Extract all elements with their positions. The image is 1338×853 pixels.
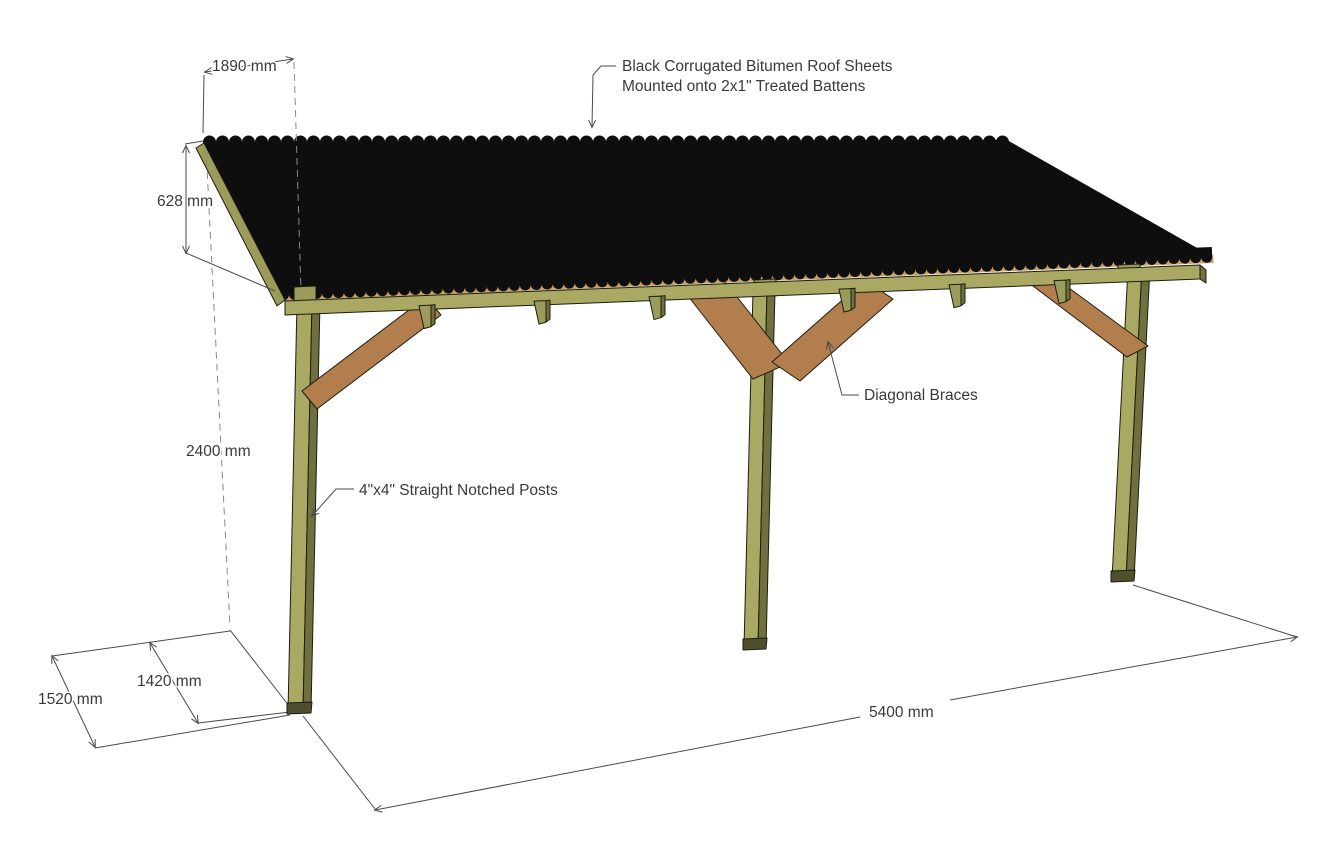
rafter-tail: [545, 299, 551, 323]
dim-side-depth: 1520 mm: [38, 691, 103, 708]
roof-sheets: [203, 135, 1214, 301]
floor-outline: [51, 584, 1298, 810]
dim-post-spacing-depth: 1420 mm: [137, 673, 202, 690]
labels: 1890 mm 628 mm 2400 mm 1520 mm 1420 mm 5…: [37, 57, 980, 723]
braces-leader: [825, 340, 859, 396]
dimension-lines: [51, 56, 1299, 813]
dim-roof-rise: 628 mm: [157, 193, 213, 210]
rafter-tail: [960, 283, 966, 307]
roof-front-corrugation: [277, 246, 1214, 301]
rafter-tail: [948, 283, 962, 309]
dim-post-height: 2400 mm: [186, 443, 251, 460]
beam-end-cut: [1199, 264, 1207, 284]
front-beam: [284, 264, 1207, 316]
post-front-left: [286, 302, 321, 715]
dim-rafter-length: 1890 mm: [212, 58, 277, 75]
left-end-rafter: [195, 142, 286, 307]
posts-label: 4"x4" Straight Notched Posts: [359, 482, 558, 499]
post-front-right: [1110, 267, 1151, 583]
roof-note-line1: Black Corrugated Bitumen Roof Sheets: [622, 58, 893, 75]
rafter-tails: [418, 279, 1071, 330]
dim-front-width: 5400 mm: [869, 704, 934, 721]
rafter-tail: [660, 295, 666, 319]
leader-lines: [310, 65, 859, 518]
roof-note-leader: [588, 65, 616, 129]
corrugation-bumps: [277, 246, 1213, 301]
roof-back-corrugation: [203, 135, 1009, 152]
brace-left-post: [301, 296, 442, 410]
rafter-tail: [648, 295, 662, 321]
rafter-tail: [850, 287, 856, 311]
rafter-tail: [1065, 279, 1071, 303]
brace-middle-right: [771, 279, 894, 382]
roof-note-line2: Mounted onto 2x1" Treated Battens: [622, 78, 866, 95]
braces-label: Diagonal Braces: [864, 387, 978, 404]
rafter-tail: [430, 304, 436, 328]
rafter-tail: [533, 300, 547, 325]
posts-leader: [310, 488, 354, 518]
roof-surface: [203, 140, 1213, 295]
